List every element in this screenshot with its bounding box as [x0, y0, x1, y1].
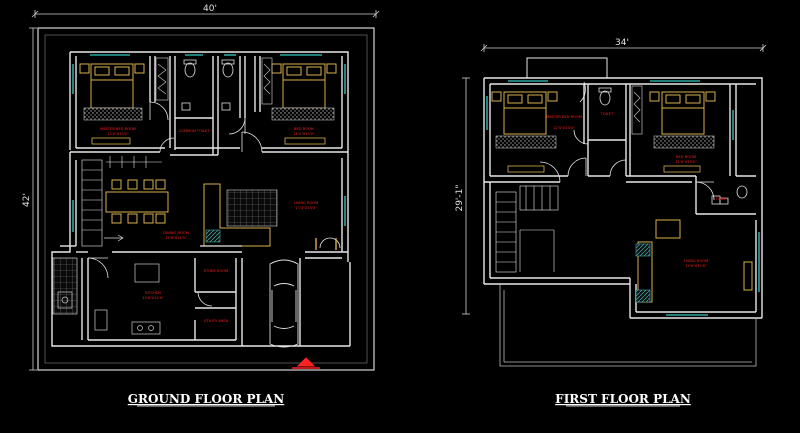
ff-bed-size: 11'0"X13'0" — [675, 160, 697, 164]
ground-width-dimension — [31, 10, 380, 18]
first-room-labels: MASTER BED ROOM 12'0"X13'0" TOILET BED R… — [546, 112, 729, 268]
first-width-dimension — [480, 44, 767, 52]
first-floor-title: FIRST FLOOR PLAN — [555, 392, 691, 406]
first-living-furniture — [635, 219, 753, 303]
gf-utility-label: UTILITY AREA — [204, 319, 229, 323]
gf-bed-label: BED ROOM — [294, 127, 314, 131]
gf-store-label: STORE ROOM — [204, 269, 228, 273]
ground-windows — [72, 54, 346, 232]
ground-kitchen — [52, 257, 161, 335]
gf-kitchen-label: KITCHEN — [145, 291, 161, 295]
ff-toilet-label: TOILET — [600, 112, 614, 116]
dimension-labels: 40' 42' 34' 29'-1" — [22, 4, 629, 212]
gf-bed-size: 11'0"X13'0" — [293, 132, 315, 136]
first-floor-plan — [462, 44, 767, 367]
gf-living-label: LIVING ROOM — [294, 201, 318, 205]
ff-master-bed-size: 12'0"X13'0" — [553, 126, 575, 130]
ground-bed-2 — [271, 63, 337, 109]
ground-staircase — [81, 156, 162, 247]
ground-floor-plan — [29, 10, 380, 371]
gf-kitchen-size: 13'6"X10'9" — [142, 296, 164, 300]
ground-width-label: 40' — [203, 4, 217, 14]
ground-master-bed — [79, 63, 145, 109]
first-toilet-fixtures — [598, 87, 748, 205]
ground-plot-boundary — [37, 27, 375, 371]
gf-master-bed-label: MASTER BED ROOM — [100, 127, 136, 131]
gf-dining-size: 15'6"X11'0" — [165, 236, 187, 240]
first-master-bed — [491, 91, 558, 135]
ground-toilet-fixtures — [181, 59, 235, 111]
first-staircase — [495, 185, 559, 273]
ground-height-dimension — [29, 27, 37, 371]
entrance-arrow-icon — [296, 357, 316, 367]
first-width-label: 34' — [615, 38, 629, 48]
ff-master-bed-label: MASTER BED ROOM — [546, 115, 582, 119]
ff-bed-label: BED ROOM — [676, 155, 696, 159]
ff-living-label: LIVING ROOM — [684, 259, 708, 263]
first-windows — [486, 80, 760, 316]
car-icon — [269, 259, 299, 348]
plan-titles: GROUND FLOOR PLAN FIRST FLOOR PLAN — [128, 392, 691, 406]
ground-floor-title: GROUND FLOOR PLAN — [128, 392, 284, 406]
gf-living-size: 17'3"X13'3" — [295, 206, 317, 210]
gf-toilet-label: COMMON TOILET — [179, 129, 211, 133]
ff-living-size: 19'6"X15'6" — [685, 264, 707, 268]
ff-toilet2-label: TOILET — [715, 197, 729, 201]
first-height-dimension — [462, 77, 470, 315]
ground-height-label: 42' — [22, 193, 32, 207]
gf-master-bed-size: 12'0"X13'0" — [107, 132, 129, 136]
ground-living-furniture — [200, 183, 278, 247]
first-height-label: 29'-1" — [455, 184, 465, 211]
gf-dining-label: DINING ROOM — [163, 231, 188, 235]
first-bed-2 — [649, 91, 716, 135]
ground-dining-table — [105, 179, 169, 224]
ground-room-labels: MASTER BED ROOM 12'0"X13'0" COMMON TOILE… — [100, 127, 318, 323]
